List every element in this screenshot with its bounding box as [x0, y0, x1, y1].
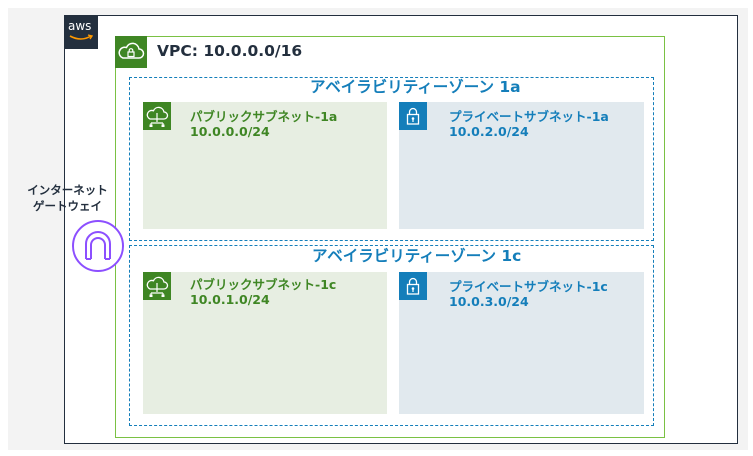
- public-subnet-1a: パブリックサブネット-1a 10.0.0.0/24: [143, 102, 387, 229]
- availability-zone-1a: [129, 77, 654, 241]
- public-subnet-1c: パブリックサブネット-1c 10.0.1.0/24: [143, 272, 387, 414]
- availability-zone-1c: [129, 245, 654, 426]
- private-subnet-1a: プライベートサブネット-1a 10.0.2.0/24: [399, 102, 644, 229]
- private-subnet-1c-name: プライベートサブネット-1c: [449, 279, 608, 294]
- public-subnet-1a-cidr: 10.0.0.0/24: [190, 124, 270, 139]
- private-subnet-1c-cidr: 10.0.3.0/24: [449, 294, 529, 309]
- public-subnet-1a-name: パブリックサブネット-1a: [190, 109, 338, 124]
- aws-smile-icon: [69, 34, 93, 40]
- availability-zone-1c-label: アベイラビリティーゾーン 1c: [312, 247, 522, 265]
- availability-zone-1a-label: アベイラビリティーゾーン 1a: [310, 78, 521, 96]
- public-subnet-cloud-icon: [143, 102, 171, 130]
- vpc-cloud-lock-icon: [115, 36, 147, 68]
- public-subnet-1c-name: パブリックサブネット-1c: [190, 277, 337, 292]
- internet-gateway-icon: [72, 220, 124, 272]
- aws-logo: aws: [64, 15, 98, 49]
- vpc-title: VPC: 10.0.0.0/16: [157, 42, 303, 60]
- private-subnet-1c: プライベートサブネット-1c 10.0.3.0/24: [399, 272, 644, 414]
- public-subnet-1c-cidr: 10.0.1.0/24: [190, 292, 270, 307]
- private-subnet-lock-icon: [399, 272, 427, 300]
- private-subnet-lock-icon: [399, 102, 427, 130]
- internet-gateway-label-line2: ゲートウェイ: [33, 199, 102, 213]
- private-subnet-1a-cidr: 10.0.2.0/24: [449, 124, 529, 139]
- aws-logo-text: aws: [68, 19, 92, 33]
- internet-gateway-label-line1: インターネット: [27, 183, 108, 197]
- private-subnet-1a-name: プライベートサブネット-1a: [449, 109, 609, 124]
- public-subnet-cloud-icon: [143, 272, 171, 300]
- internet-gateway-label: インターネット ゲートウェイ: [20, 182, 115, 214]
